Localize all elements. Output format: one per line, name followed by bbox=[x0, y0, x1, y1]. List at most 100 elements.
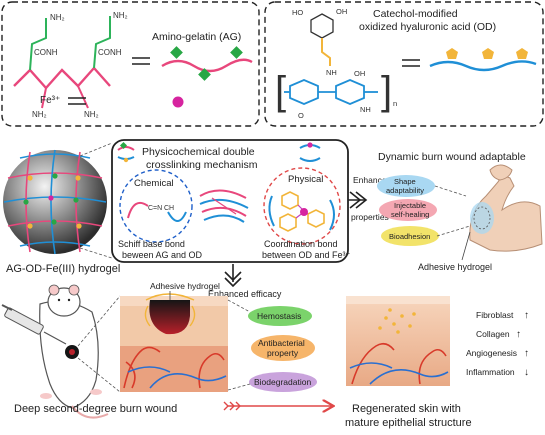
amine-diamond-icon bbox=[198, 68, 211, 81]
panel-amino-gelatin: NH₂ NH₂ CONH CONH NH₂ NH₂ Amino-gelatin … bbox=[1, 1, 260, 127]
enhanced-properties-label: Enhanced bbox=[353, 175, 392, 185]
repeat-n-label: n bbox=[393, 99, 397, 108]
nh2-label: NH₂ bbox=[50, 13, 65, 22]
coordination-structure bbox=[268, 191, 335, 232]
hydrogel-label: AG-OD-Fe(III) hydrogel bbox=[6, 263, 120, 275]
pill-text: adaptability bbox=[386, 186, 424, 195]
indicator-list: Fibroblast ↑ Collagen ↑ Angiogenesis ↑ I… bbox=[466, 310, 529, 378]
pill-text: Biodegradation bbox=[254, 377, 311, 387]
mechanism-panel: Physicochemical double crosslinking mech… bbox=[111, 139, 351, 263]
equals-sign bbox=[132, 57, 150, 65]
enhanced-properties-arrow bbox=[348, 191, 368, 209]
progression-chevrons bbox=[223, 401, 241, 411]
sugar-ring bbox=[289, 79, 319, 105]
pill-text: Bioadhesion bbox=[389, 232, 430, 241]
nh-label: NH bbox=[326, 68, 337, 77]
coordination-bond-label: Coordination bond bbox=[264, 239, 338, 249]
equals-sign bbox=[68, 97, 86, 105]
coordination-bond-label: between OD and Fe³⁺ bbox=[262, 250, 351, 260]
catechol-pentagon-icon bbox=[482, 48, 494, 59]
bracket-right: ] bbox=[381, 69, 392, 113]
regen-cells bbox=[378, 308, 416, 334]
oh-label: OH bbox=[354, 69, 365, 78]
pill-biodegradation bbox=[249, 372, 317, 392]
schiff-base-label: Schiff base bond bbox=[118, 239, 185, 249]
property-pills: Shape adaptability Injectable self-heali… bbox=[377, 175, 439, 246]
conh-label: CONH bbox=[34, 48, 58, 57]
regenerated-skin-label: Regenerated skin with bbox=[352, 403, 461, 415]
blood-vessels bbox=[123, 346, 227, 389]
mechanism-title: crosslinking mechanism bbox=[146, 159, 258, 171]
enhanced-efficacy-arrow bbox=[224, 264, 242, 288]
catechol-ring bbox=[310, 13, 334, 39]
physical-crosslink-circle bbox=[263, 167, 341, 245]
indicator-arrow: ↑ bbox=[524, 310, 529, 321]
catechol-pentagon-icon bbox=[446, 48, 458, 59]
chemical-label: Chemical bbox=[134, 178, 174, 189]
amine-diamond-icon bbox=[170, 46, 183, 59]
regenerated-skin-block bbox=[346, 296, 450, 386]
chemical-crosslink-circle bbox=[119, 169, 193, 243]
od-title: Catechol-modified bbox=[373, 8, 458, 20]
pill-text: Injectable bbox=[394, 201, 426, 210]
arm-illustration bbox=[469, 164, 543, 252]
pill-text: Antibacterial bbox=[258, 338, 305, 348]
burn-wound-label: Deep second-degree burn wound bbox=[14, 403, 177, 415]
pill-bioadhesion bbox=[381, 226, 439, 246]
gelatin-sidechain bbox=[29, 18, 47, 71]
fe-ion-icon bbox=[172, 96, 184, 108]
ag-symbol-chain bbox=[161, 58, 253, 73]
mouse-connectors bbox=[77, 295, 121, 393]
schiff-base-label: beween AG and OD bbox=[122, 250, 203, 260]
enhanced-properties-label: properties bbox=[351, 212, 389, 222]
syringe-icon bbox=[1, 304, 67, 345]
mechanism-title: Physicochemical double bbox=[142, 146, 255, 158]
indicator-arrow: ↑ bbox=[516, 329, 521, 340]
indicator-arrow: ↑ bbox=[524, 348, 529, 359]
enhanced-efficacy-label: Enhanced efficacy bbox=[208, 289, 282, 299]
indicator-arrow: ↓ bbox=[524, 367, 529, 378]
pill-text: self-healing bbox=[391, 210, 429, 219]
oh-label: OH bbox=[336, 7, 347, 16]
burn-wound-skin-block bbox=[120, 293, 228, 392]
adhesive-hydrogel-arm-label: Adhesive hydrogel bbox=[418, 262, 492, 272]
pill-connectors bbox=[434, 185, 471, 237]
adhesive-hydrogel-patch bbox=[144, 293, 196, 327]
panel-oxidized-hyaluronic-acid: Catechol-modified oxidized hyaluronic ac… bbox=[264, 1, 544, 127]
nh2-label: NH₂ bbox=[84, 110, 99, 119]
mouse-illustration bbox=[39, 284, 109, 419]
hydrogel-crosslink-dots bbox=[23, 173, 82, 229]
conh-label: CONH bbox=[98, 48, 122, 57]
nh-label: NH bbox=[360, 105, 371, 114]
hydrogel-sphere bbox=[3, 142, 113, 259]
adhesive-hydrogel-skin-label: Adhesive hydrogel bbox=[150, 281, 220, 291]
pill-shape-adaptability bbox=[377, 175, 435, 197]
ch-bond-label: CH bbox=[164, 205, 174, 212]
gelatin-sidechain bbox=[93, 16, 111, 69]
cn-bond-label: C=N bbox=[148, 205, 162, 212]
ho-label: HO bbox=[292, 8, 303, 17]
fe-label: Fe³⁺ bbox=[40, 95, 60, 106]
pill-text: Shape bbox=[394, 177, 416, 186]
od-symbol-chain bbox=[429, 60, 537, 72]
o-label: O bbox=[298, 111, 304, 120]
od-title: oxidized hyaluronic acid (OD) bbox=[359, 21, 496, 33]
nh2-label: NH₂ bbox=[113, 11, 128, 20]
efficacy-connectors bbox=[227, 299, 251, 391]
physical-label: Physical bbox=[288, 174, 323, 185]
amine-diamond-icon bbox=[230, 46, 243, 59]
bracket-left: [ bbox=[275, 69, 286, 113]
catechol-pentagon-icon bbox=[516, 48, 528, 59]
intertwined-strands bbox=[199, 189, 249, 223]
pill-injectable bbox=[379, 199, 437, 221]
efficacy-pills: Hemostasis Antibacterial property Biodeg… bbox=[248, 306, 317, 392]
sugar-ring bbox=[335, 79, 365, 105]
gelatin-backbone bbox=[13, 66, 111, 90]
regenerated-skin-label: mature epithelial structure bbox=[345, 417, 472, 429]
regen-vessels bbox=[349, 342, 449, 385]
pill-antibacterial bbox=[251, 335, 315, 361]
pill-hemostasis bbox=[248, 306, 312, 326]
indicator-inflammation: Inflammation bbox=[466, 367, 515, 377]
pill-text: property bbox=[267, 348, 299, 358]
